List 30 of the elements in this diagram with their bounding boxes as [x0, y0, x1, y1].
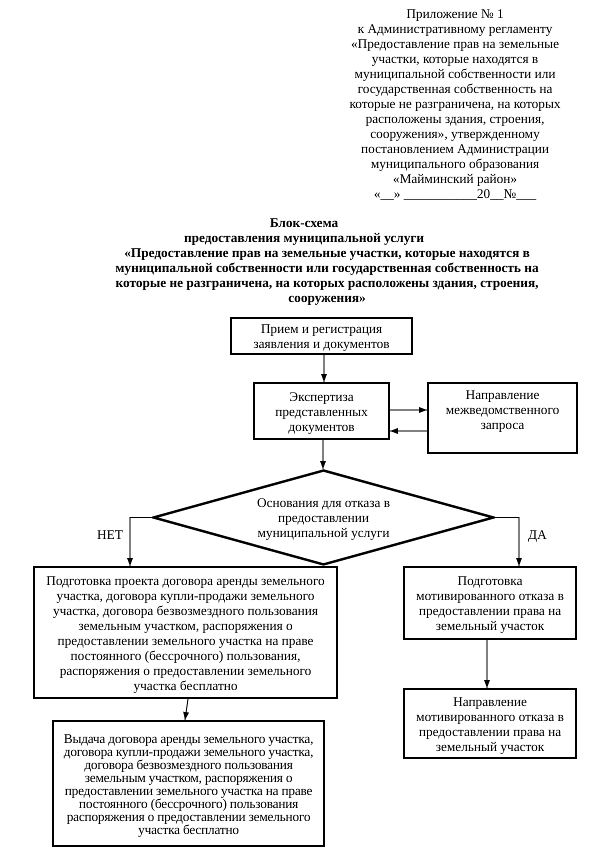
regulation-reference-text: к Административному регламенту «Предоставление прав на земельные участки, которые находятся в муниципальной собственности или государственная собственность на которые не разграничена, на которых расположены здания, строения, сооружения», утвержденному постановлением Администрации муниципального образования «Майминский район»: [348, 21, 562, 186]
arrow: [494, 517, 522, 566]
decision-diamond: [152, 469, 495, 566]
appendix-heading: Приложение № 1: [406, 6, 504, 21]
arrow: [127, 517, 152, 566]
decision-text: Основания для отказа в предоставлении муниципальной услуги: [256, 495, 391, 540]
process-text: Подготовка мотивированного отказа в предоставлении права на земельный участок: [415, 573, 565, 633]
process-text: Прием и регистрация заявления и документов: [252, 321, 391, 351]
diagram-title: Блок-схема: [270, 215, 338, 230]
arrow: [183, 698, 190, 720]
arrow: [320, 440, 326, 470]
service-name-text: «Предоставление прав на земельные участки, которые находятся в муниципальной собственности или государственная собственность на которые не разграничена, на которых расположены здания, строения, сооружения»: [114, 245, 540, 305]
subtitle-text: предоставления муниципальной услуги: [184, 230, 424, 245]
process-box: [403, 688, 577, 759]
arrow: [390, 428, 428, 434]
process-text: Выдача договора аренды земельного участка, договора купли-продажи земельного участка, договора безвозмездного пользования земельным участком, распоряжения о предоставлении земельного участка на праве постоянного (бессрочного) пользования распоряжения о предоставлении земельного участка бесплатно: [62, 732, 314, 836]
process-box: [403, 566, 577, 640]
process-text: Направление мотивированного отказа в предоставлении права на земельный участок: [415, 694, 565, 754]
process-text: Подготовка проекта договора аренды земельного участка, договора купли-продажи земельного участка, договора безвозмездного пользования земельным участком, распоряжения о предоставлении земельного участка на праве постоянного (бессрочного) пользования, распоряжения о предоставлении земельного участка бесплатно: [45, 572, 326, 692]
process-text: Экспертиза представленных документов: [274, 388, 369, 434]
process-box: [253, 382, 390, 440]
arrow: [321, 354, 327, 382]
date-number-line: «__» ___________20__№___: [374, 186, 536, 201]
process-box: [230, 317, 413, 355]
process-box: [427, 382, 578, 454]
process-text: Направление межведомственного запроса: [444, 387, 560, 432]
process-box: [52, 720, 325, 847]
arrow: [484, 640, 490, 688]
arrow: [390, 407, 428, 413]
process-box: [33, 566, 338, 699]
